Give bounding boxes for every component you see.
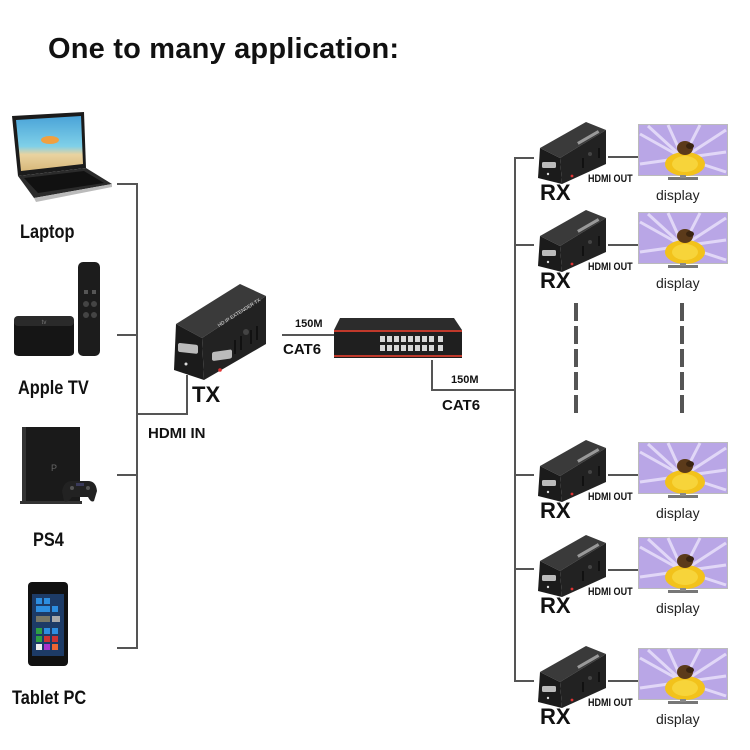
display-icon [638, 442, 728, 498]
ellipsis-dash [574, 372, 578, 390]
switch-down-line [431, 360, 433, 391]
hdmi-out-label: HDMI OUT [588, 173, 633, 185]
source-label-laptop: Laptop [20, 222, 75, 243]
apple-tv-icon: tv [14, 262, 100, 356]
ellipsis-dash [574, 326, 578, 344]
branch-line-apple-tv [117, 334, 138, 336]
ellipsis-dash [574, 349, 578, 367]
ellipsis-dash [680, 326, 684, 344]
ellipsis-dash [680, 395, 684, 413]
hdmi-out-line [608, 156, 638, 158]
transmitter-label: TX [192, 382, 221, 407]
receiver-trunk-line [514, 157, 516, 682]
receiver-branch-line [514, 680, 534, 682]
receiver-device-icon [538, 440, 606, 502]
receiver-branch-line [514, 568, 534, 570]
source-label-tablet: Tablet PC [12, 688, 87, 709]
tx-to-switch-line [282, 334, 334, 336]
hdmi-out-line [608, 474, 638, 476]
branch-line-ps4 [117, 474, 138, 476]
svg-text:tv: tv [42, 320, 47, 326]
ps4-console-icon: P [20, 427, 97, 504]
switch-to-rx-line [431, 389, 516, 391]
hdmi-out-label: HDMI OUT [588, 586, 633, 598]
display-icon [638, 124, 728, 180]
ellipsis-dash [680, 303, 684, 321]
ellipsis-dash [680, 372, 684, 390]
source-label-apple-tv: Apple TV [18, 378, 89, 399]
transmitter-device-icon: HD IP EXTENDER TX [174, 284, 266, 380]
ellipsis-dash [574, 303, 578, 321]
hdmi-out-label: HDMI OUT [588, 697, 633, 709]
network-switch-icon [334, 318, 462, 358]
receiver-label: RX [540, 498, 571, 523]
laptop-icon [12, 112, 112, 202]
hdmi-out-line [608, 569, 638, 571]
hdmi-out-line [608, 244, 638, 246]
receiver-device-icon [538, 535, 606, 597]
branch-line-laptop [117, 183, 138, 185]
display-label: display [656, 275, 700, 291]
hdmi-in-line [138, 413, 188, 415]
hdmi-in-riser [186, 375, 188, 415]
hdmi-out-label: HDMI OUT [588, 491, 633, 503]
branch-line-tablet [117, 647, 138, 649]
receiver-device-icon [538, 122, 606, 184]
receiver-device-icon [538, 210, 606, 272]
hdmi-out-line [608, 680, 638, 682]
source-label-ps4: PS4 [33, 530, 64, 551]
rx-link-cable: CAT6 [442, 397, 481, 414]
receiver-branch-line [514, 474, 534, 476]
hdmi-out-label: HDMI OUT [588, 261, 633, 273]
rx-link-distance: 150M [451, 374, 479, 386]
ellipsis-dash [680, 349, 684, 367]
receiver-branch-line [514, 244, 534, 246]
page-title: One to many application: [48, 33, 400, 65]
display-label: display [656, 600, 700, 616]
display-icon [638, 537, 728, 593]
tx-link-cable: CAT6 [283, 341, 322, 358]
receiver-label: RX [540, 180, 571, 205]
source-trunk-line [136, 183, 138, 649]
display-icon [638, 212, 728, 268]
display-label: display [656, 711, 700, 727]
receiver-label: RX [540, 704, 571, 729]
display-icon [638, 648, 728, 704]
display-label: display [656, 187, 700, 203]
hdmi-in-label: HDMI IN [148, 425, 206, 442]
receiver-label: RX [540, 268, 571, 293]
tx-link-distance: 150M [295, 318, 323, 330]
display-label: display [656, 505, 700, 521]
ellipsis-dash [574, 395, 578, 413]
receiver-label: RX [540, 593, 571, 618]
receiver-branch-line [514, 157, 534, 159]
svg-text:P: P [51, 463, 57, 473]
tablet-icon [28, 582, 68, 666]
receiver-device-icon [538, 646, 606, 708]
